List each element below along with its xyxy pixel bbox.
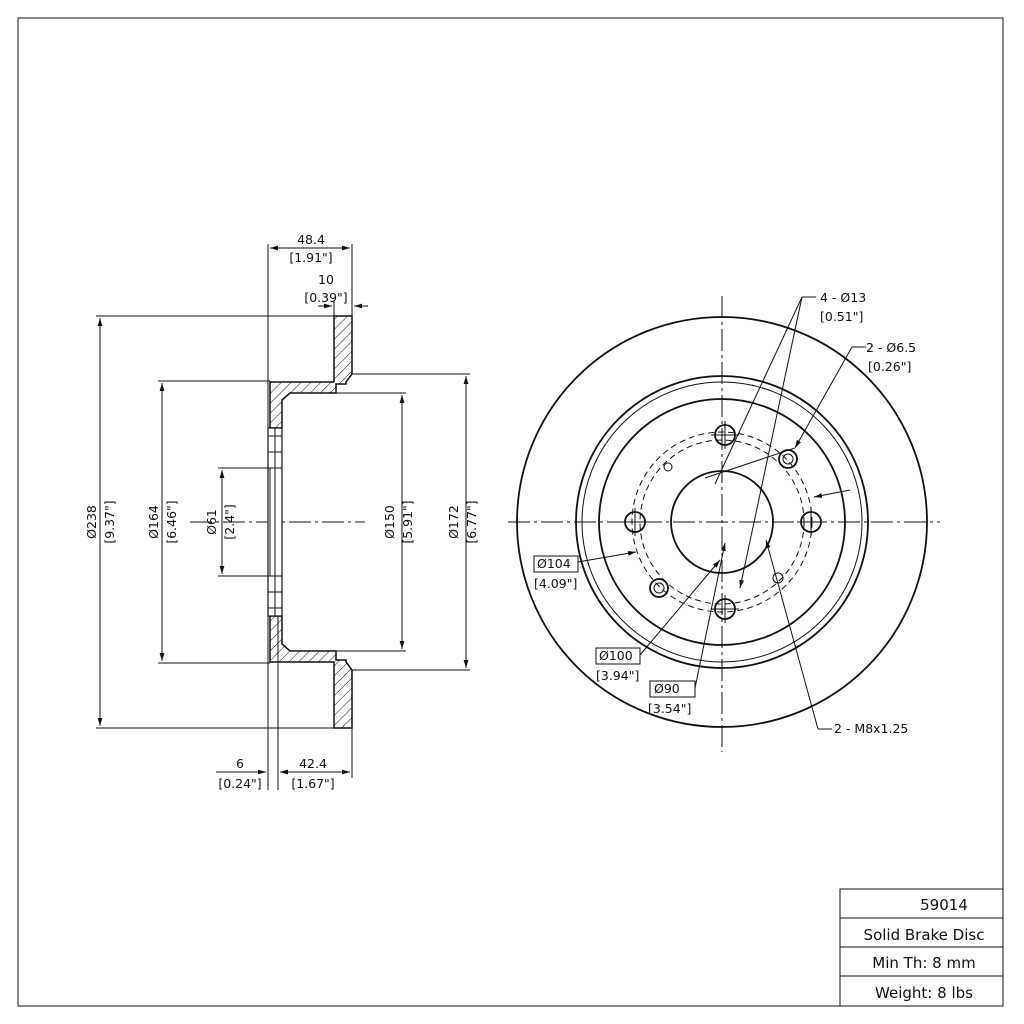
friction-ring-inner (575, 375, 869, 669)
drawing-frame (17, 17, 1004, 1007)
dim-hub-face-diameter-mm: Ø172 (446, 505, 461, 539)
pin-hole-left (663, 462, 673, 472)
threaded-hole-lower-left (649, 578, 669, 598)
section-profile-top (269, 315, 353, 429)
min-thickness: Min Th: 8 mm (872, 954, 975, 972)
dim-inner-diameter-mm: Ø150 (382, 505, 397, 539)
bolt-hole-left (621, 508, 649, 536)
dim-disc-thickness-in: [0.39"] (304, 290, 347, 305)
friction-ring-inner-2 (581, 381, 863, 663)
callout-bc104-box (533, 555, 579, 573)
section-view: 48.4 [1.91"] 10 [0.39"] Ø238 [9.37"] Ø16… (84, 232, 479, 791)
callout-bc90-mm: Ø90 (654, 681, 680, 696)
callout-bc104-mm: Ø104 (537, 556, 571, 571)
section-profile-bottom (269, 615, 353, 729)
part-description: Solid Brake Disc (864, 926, 985, 944)
disc-outer-edge (516, 316, 928, 728)
dim-hat-wall-in: [0.24"] (218, 776, 261, 791)
callout-bc100-box (595, 647, 641, 665)
dim-hat-height-in: [1.91"] (289, 250, 332, 265)
callout-bc104-in: [4.09"] (534, 576, 577, 591)
bolt-hole-bottom (711, 595, 739, 623)
bolt-hole-right (797, 508, 825, 536)
part-number: 59014 (920, 896, 968, 914)
dim-center-bore-in: [2.4"] (222, 504, 237, 539)
weight: Weight: 8 lbs (875, 984, 973, 1002)
dim-hub-face-diameter-in: [6.77"] (464, 500, 479, 543)
callout-pin-holes-mm: 2 - Ø6.5 (866, 340, 916, 355)
callout-bc90-in: [3.54"] (648, 701, 691, 716)
dim-offset-in: [1.67"] (291, 776, 334, 791)
dim-hat-outer-diameter-mm: Ø164 (146, 505, 161, 539)
title-block: 59014 Solid Brake Disc Min Th: 8 mm Weig… (839, 888, 1004, 1007)
callout-bc100-mm: Ø100 (599, 648, 633, 663)
dim-offset-mm: 42.4 (299, 756, 327, 771)
dim-outer-diameter-mm: Ø238 (84, 505, 99, 539)
hat-circle (598, 398, 846, 646)
bolt-hole-top (711, 421, 739, 449)
dim-center-bore-mm: Ø61 (204, 509, 219, 535)
front-view: 4 - Ø13 [0.51"] 2 - Ø6.5 [0.26"] Ø104 [4… (508, 290, 940, 752)
callout-bc100-in: [3.94"] (596, 668, 639, 683)
center-bore (670, 470, 774, 574)
dim-disc-thickness-mm: 10 (318, 272, 334, 287)
dim-outer-diameter-in: [9.37"] (102, 500, 117, 543)
callout-bolt-holes-in: [0.51"] (820, 309, 863, 324)
callout-bc90-box (649, 680, 696, 698)
dim-hat-wall-mm: 6 (236, 756, 244, 771)
callout-threaded-holes: 2 - M8x1.25 (834, 721, 908, 736)
callout-pin-holes-in: [0.26"] (868, 359, 911, 374)
callout-bolt-holes-mm: 4 - Ø13 (820, 290, 866, 305)
dim-inner-diameter-in: [5.91"] (400, 500, 415, 543)
dim-hat-outer-diameter-in: [6.46"] (164, 500, 179, 543)
dim-hat-height-mm: 48.4 (297, 232, 325, 247)
